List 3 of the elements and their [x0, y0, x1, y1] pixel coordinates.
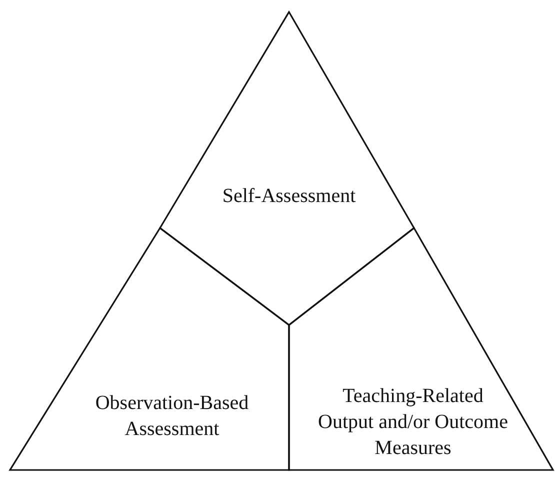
- section-label: Observation-Based Assessment: [94, 391, 250, 442]
- section-label: Teaching-Related Output and/or Outcome Measures: [318, 384, 508, 461]
- section-label: Self-Assessment: [221, 184, 357, 209]
